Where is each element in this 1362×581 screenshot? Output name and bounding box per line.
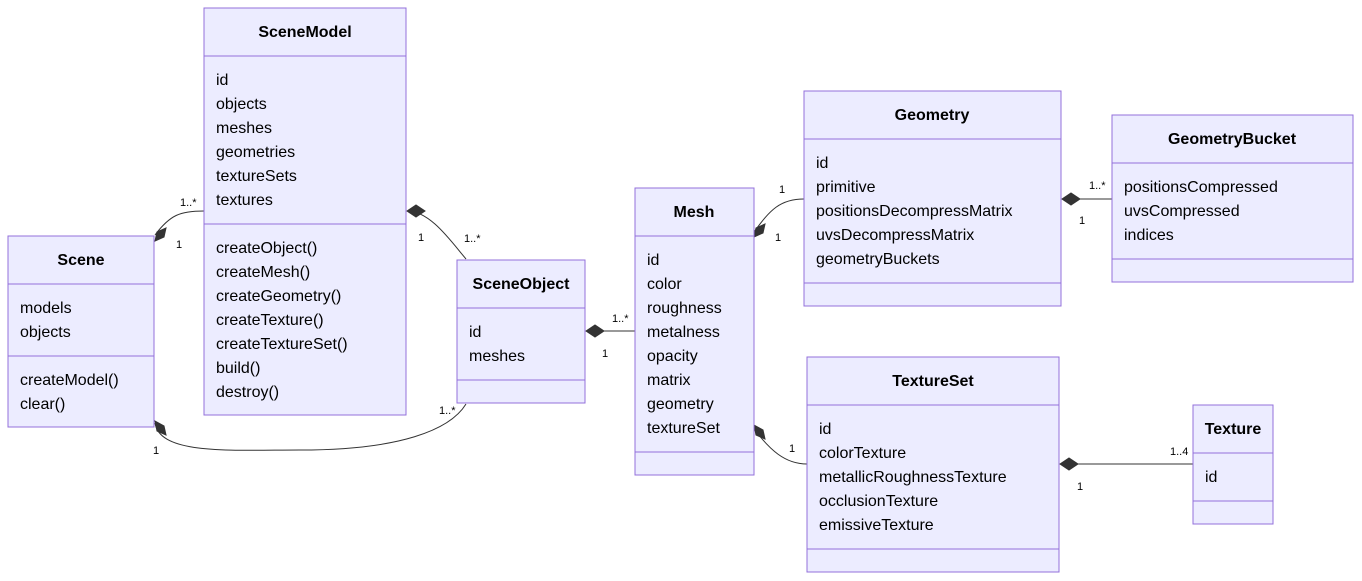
class-name: GeometryBucket (1168, 131, 1297, 148)
class-attribute: colorTexture (819, 445, 906, 462)
class-name: Geometry (895, 107, 970, 124)
class-scenemodel[interactable]: SceneModel id objects meshes geometries … (203, 7, 407, 416)
class-attribute: metalness (647, 324, 720, 341)
edge-scene-scenemodel (154, 210, 205, 236)
class-attribute: positionsDecompressMatrix (816, 203, 1013, 220)
class-name: TextureSet (892, 373, 974, 390)
composition-diamond (1061, 192, 1081, 206)
multiplicity-label: 1 (789, 443, 795, 455)
multiplicity-label: 1..* (180, 197, 197, 209)
composition-diamond (406, 204, 426, 218)
class-method: createModel() (20, 372, 119, 389)
class-attribute: occlusionTexture (819, 493, 938, 510)
class-scene[interactable]: Scene models objects createModel() clear… (7, 235, 155, 428)
multiplicity-label: 1 (1079, 215, 1085, 227)
class-texture[interactable]: Texture id (1192, 404, 1274, 525)
class-attribute: opacity (647, 348, 698, 365)
composition-diamond (753, 424, 766, 440)
class-textureset[interactable]: TextureSet id colorTexture metallicRough… (806, 356, 1060, 573)
class-name: Scene (57, 252, 104, 269)
class-attribute: meshes (216, 120, 272, 137)
multiplicity-label: 1 (779, 184, 785, 196)
multiplicity-label: 1 (602, 348, 608, 360)
class-attribute: primitive (816, 179, 876, 196)
class-attribute: geometry (647, 396, 714, 413)
class-method: clear() (20, 396, 65, 413)
class-attribute: models (20, 300, 72, 317)
class-attribute: geometries (216, 144, 295, 161)
class-method: createMesh() (216, 264, 310, 281)
class-method: createGeometry() (216, 288, 341, 305)
multiplicity-label: 1..* (612, 313, 629, 325)
class-name: Mesh (674, 204, 715, 221)
class-name: SceneModel (258, 24, 351, 41)
class-method: createTexture() (216, 312, 324, 329)
class-attribute: id (1205, 469, 1217, 486)
class-attribute: geometryBuckets (816, 251, 940, 268)
class-attribute: objects (20, 324, 71, 341)
class-attribute: uvsCompressed (1124, 203, 1240, 220)
class-name: SceneObject (473, 276, 571, 293)
class-method: createTextureSet() (216, 336, 348, 353)
multiplicity-label: 1 (418, 232, 424, 244)
class-attribute: matrix (647, 372, 691, 389)
class-geometry[interactable]: Geometry id primitive positionsDecompres… (803, 90, 1062, 307)
composition-diamond (753, 223, 766, 238)
class-attribute: uvsDecompressMatrix (816, 227, 974, 244)
class-attribute: roughness (647, 300, 722, 317)
class-name: Texture (1205, 421, 1262, 438)
multiplicity-label: 1..* (1089, 180, 1106, 192)
edge-mesh-geometry (753, 198, 805, 233)
class-method: build() (216, 360, 260, 377)
multiplicity-label: 1..* (464, 233, 481, 245)
edge-scene-sceneobject (154, 403, 467, 451)
class-attribute: textures (216, 192, 273, 209)
composition-diamond (154, 420, 167, 436)
class-sceneobject[interactable]: SceneObject id meshes (456, 259, 586, 404)
class-attribute: objects (216, 96, 267, 113)
class-attribute: emissiveTexture (819, 517, 934, 534)
class-method: destroy() (216, 384, 279, 401)
edge-scenemodel-sceneobject (406, 210, 467, 260)
class-attribute: indices (1124, 227, 1174, 244)
class-attribute: textureSet (647, 420, 720, 437)
class-mesh[interactable]: Mesh id color roughness metalness opacit… (634, 187, 755, 476)
class-attribute: metallicRoughnessTexture (819, 469, 1007, 486)
multiplicity-label: 1 (153, 445, 159, 457)
composition-diamond (1059, 457, 1079, 471)
class-method: createObject() (216, 240, 317, 257)
class-attribute: id (469, 324, 481, 341)
class-attribute: textureSets (216, 168, 297, 185)
class-attribute: id (816, 155, 828, 172)
class-geometrybucket[interactable]: GeometryBucket positionsCompressed uvsCo… (1111, 114, 1354, 283)
composition-diamond (585, 324, 605, 338)
multiplicity-label: 1 (176, 239, 182, 251)
class-attribute: id (216, 72, 228, 89)
multiplicity-label: 1 (775, 232, 781, 244)
multiplicity-label: 1 (1077, 481, 1083, 493)
composition-diamond (154, 227, 167, 242)
multiplicity-label: 1..4 (1170, 446, 1188, 458)
class-attribute: id (647, 252, 659, 269)
class-attribute: meshes (469, 348, 525, 365)
class-attribute: color (647, 276, 682, 293)
class-attribute: positionsCompressed (1124, 179, 1278, 196)
class-attribute: id (819, 421, 831, 438)
multiplicity-label: 1..* (439, 405, 456, 417)
